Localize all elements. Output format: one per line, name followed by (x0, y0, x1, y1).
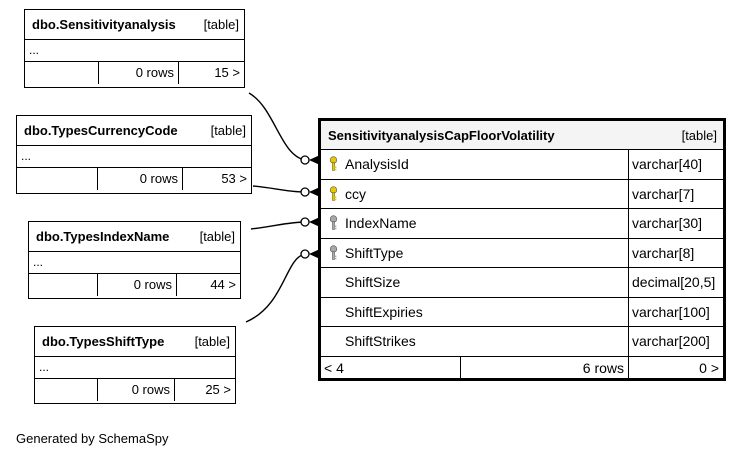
table-header: SensitivityanalysisCapFloorVolatility [t… (321, 121, 723, 150)
table-kind: [table] (203, 17, 239, 32)
table-kind: [table] (199, 229, 235, 244)
table-footer: < 4 6 rows 0 > (321, 356, 723, 379)
column-name-cell: ShiftSize (321, 268, 629, 297)
columns-ellipsis: ... (17, 146, 251, 168)
footer-blank (29, 274, 98, 296)
row-count: 0 rows (98, 168, 183, 190)
children-count[interactable]: 53 > (221, 171, 247, 186)
crowfoot-arrow (309, 187, 320, 197)
table-name: dbo.TypesIndexName (36, 229, 170, 244)
table-name: dbo.Sensitivityanalysis (32, 17, 176, 32)
column-type: varchar[40] (632, 156, 703, 173)
column-name: ShiftType (345, 244, 404, 261)
column-name-cell: ShiftStrikes (321, 327, 629, 356)
children-count[interactable]: 0 > (699, 359, 719, 376)
table-header: dbo.TypesIndexName [table] (29, 222, 240, 252)
columns-ellipsis: ... (25, 40, 244, 62)
parents-count[interactable]: < 4 (321, 356, 461, 379)
column-type: varchar[100] (632, 303, 710, 320)
foreign-key-icon (321, 245, 345, 261)
table-kind: [table] (194, 334, 230, 349)
table-name: dbo.TypesCurrencyCode (24, 123, 178, 138)
column-list: AnalysisId varchar[40] ccy varchar[7] IndexN… (321, 150, 723, 357)
crowfoot-arrow (309, 217, 320, 227)
table-row[interactable]: IndexName varchar[30] (321, 209, 723, 239)
table-name: SensitivityanalysisCapFloorVolatility (328, 127, 555, 143)
crowfoot-arrow (309, 155, 320, 165)
table-name: dbo.TypesShiftType (42, 334, 165, 349)
children-count[interactable]: 15 > (214, 65, 240, 80)
column-name: ccy (345, 185, 366, 202)
table-sensitivityanalysiscapfloorvolatility[interactable]: SensitivityanalysisCapFloorVolatility [t… (318, 118, 726, 381)
relation-end-circle (300, 249, 310, 259)
relation-line-typesshifttype (245, 253, 306, 323)
table-header: dbo.TypesShiftType [table] (35, 327, 235, 357)
table-footer: 0 rows 44 > (29, 274, 240, 296)
relation-end-circle (300, 217, 310, 227)
column-name: ShiftSize (345, 274, 401, 291)
table-row[interactable]: ShiftStrikes varchar[200] (321, 327, 723, 357)
table-typesindexname[interactable]: dbo.TypesIndexName [table] ... 0 rows 44… (28, 221, 241, 299)
columns-ellipsis: ... (29, 252, 240, 274)
table-row[interactable]: AnalysisId varchar[40] (321, 150, 723, 180)
column-name: ShiftStrikes (345, 333, 416, 350)
generator-credit: Generated by SchemaSpy (16, 431, 169, 446)
column-name: IndexName (345, 215, 417, 232)
table-footer: 0 rows 15 > (25, 62, 244, 84)
relation-end-circle (300, 155, 310, 165)
column-name-cell: ccy (321, 179, 629, 208)
table-row[interactable]: ccy varchar[7] (321, 179, 723, 209)
primary-key-icon (321, 186, 345, 202)
row-count: 0 rows (98, 274, 177, 296)
column-name: AnalysisId (345, 156, 409, 173)
primary-key-icon (321, 156, 345, 172)
table-typescurrencycode[interactable]: dbo.TypesCurrencyCode [table] ... 0 rows… (16, 115, 252, 194)
footer-blank (25, 62, 99, 84)
table-kind: [table] (210, 123, 246, 138)
table-footer: 0 rows 53 > (17, 168, 251, 190)
table-typesshifttype[interactable]: dbo.TypesShiftType [table] ... 0 rows 25… (34, 326, 236, 404)
column-type: varchar[7] (632, 185, 695, 202)
table-row[interactable]: ShiftType varchar[8] (321, 238, 723, 268)
table-footer: 0 rows 25 > (35, 379, 235, 401)
column-name-cell: IndexName (321, 209, 629, 238)
footer-blank (35, 379, 98, 401)
relation-line-sensitivityanalysis (248, 92, 306, 161)
children-count[interactable]: 44 > (210, 277, 236, 292)
table-row[interactable]: ShiftSize decimal[20,5] (321, 268, 723, 298)
columns-ellipsis: ... (35, 357, 235, 379)
table-sensitivityanalysis[interactable]: dbo.Sensitivityanalysis [table] ... 0 ro… (24, 9, 245, 88)
relation-line-typesindexname (250, 221, 306, 230)
column-name: ShiftExpiries (345, 303, 423, 320)
table-kind: [table] (681, 127, 717, 143)
column-type: varchar[8] (632, 244, 695, 261)
row-count: 0 rows (99, 62, 179, 84)
column-type: varchar[30] (632, 215, 703, 232)
column-name-cell: ShiftExpiries (321, 297, 629, 326)
relation-line-typescurrencycode (252, 185, 306, 193)
foreign-key-icon (321, 215, 345, 231)
column-type: decimal[20,5] (632, 274, 716, 291)
relation-end-circle (300, 187, 310, 197)
footer-blank (17, 168, 98, 190)
column-type: varchar[200] (632, 333, 710, 350)
row-count: 0 rows (98, 379, 175, 401)
children-count[interactable]: 25 > (205, 382, 231, 397)
column-name-cell: ShiftType (321, 238, 629, 267)
table-row[interactable]: ShiftExpiries varchar[100] (321, 297, 723, 327)
crowfoot-arrow (309, 249, 320, 259)
row-count: 6 rows (461, 356, 629, 379)
column-name-cell: AnalysisId (321, 150, 629, 179)
table-header: dbo.TypesCurrencyCode [table] (17, 116, 251, 146)
table-header: dbo.Sensitivityanalysis [table] (25, 10, 244, 40)
